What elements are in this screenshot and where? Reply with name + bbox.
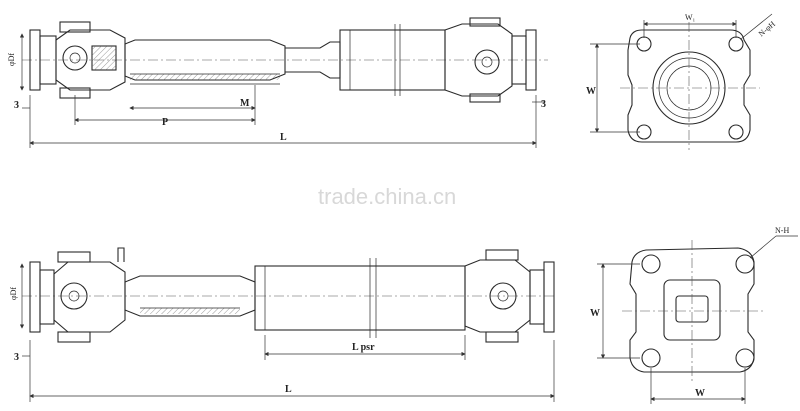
l-label-top: L [280,132,287,143]
watermark: trade.china.cn [318,184,456,209]
w-label-side: W [590,308,600,319]
df-label: φDf [7,53,16,66]
three-label-right: 3 [541,99,546,110]
l-label-bottom: L [285,384,292,395]
w-label-bottom: W [695,388,705,399]
w1-label: W₁ [685,13,696,22]
p-label: P [162,117,168,128]
bottom-flange-view: W W N-H [590,226,798,404]
top-driveshaft: φDf 3 3 P M L [7,17,548,148]
w-label-top: W [586,86,596,97]
three-label-bottom: 3 [14,352,19,363]
df-label-bottom: φDf [9,287,18,300]
m-label: M [240,98,250,109]
nh-label-bottom: N-H [775,226,789,235]
nh-label-top: N-φH [757,19,777,38]
three-label-left: 3 [14,100,19,111]
top-flange-view: W W₁ N-φH [586,13,777,150]
bottom-driveshaft: φDf 3 L psr L [9,247,555,402]
lpsr-label: L psr [352,342,375,353]
